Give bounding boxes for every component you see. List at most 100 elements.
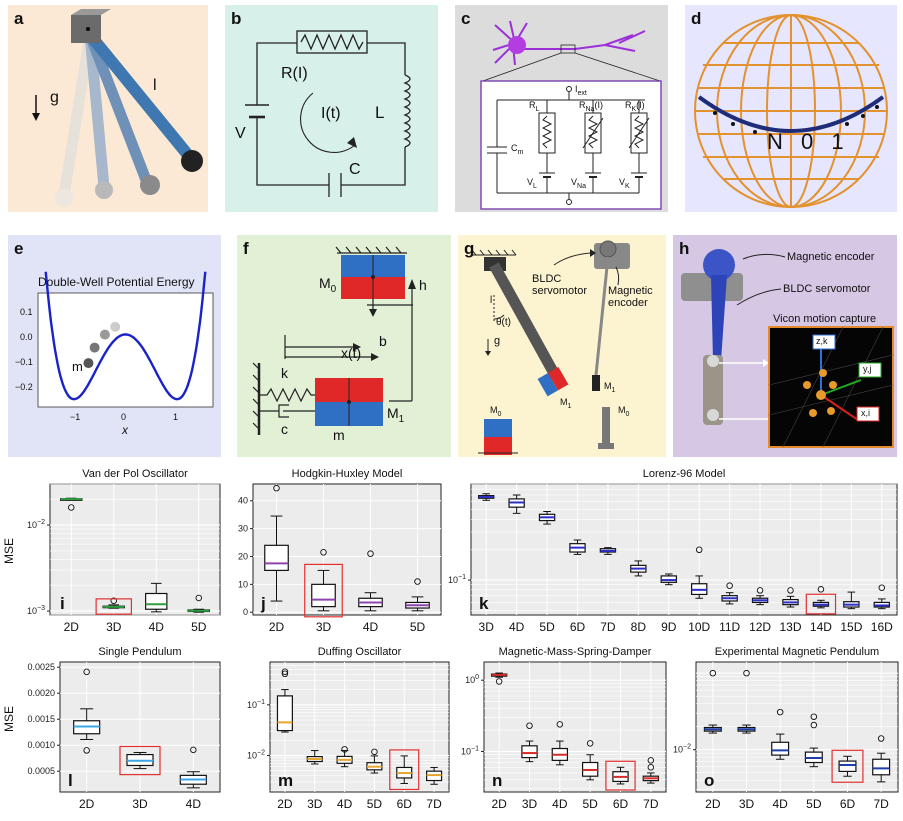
ytick-label-i-0: 10−2 <box>27 519 45 530</box>
xtick-label-m-4: 6D <box>397 797 413 811</box>
pendulum-illustration <box>32 9 203 207</box>
chart-title-k: Lorenz-96 Model <box>643 468 726 480</box>
vna-sub: Na <box>577 182 586 190</box>
h-xi-label: x,i <box>861 408 870 418</box>
g-m1b-label: M1 <box>604 381 615 394</box>
ytick-label-j-4: 40 <box>238 496 248 506</box>
g-m0b-sub: 0 <box>625 410 630 418</box>
outlier-o-1-0 <box>743 669 750 677</box>
panel-label-c: c <box>461 9 471 28</box>
panel-a-pendulum: a g l <box>8 5 208 212</box>
xtick-label-k-7: 10D <box>688 620 710 634</box>
rl-main: R <box>529 100 536 110</box>
xtick-label-j-1: 3D <box>316 620 332 634</box>
outlier-o-3-0 <box>810 713 818 720</box>
ytick-label-l-2: 0.0015 <box>27 714 55 724</box>
plot-area-m <box>269 661 450 793</box>
panel-label-f: f <box>243 239 249 258</box>
xtick-label-m-0: 2D <box>277 797 293 811</box>
chart-title-i: Van der Pol Oscillator <box>82 468 188 480</box>
panel-f-mass-spring: f M0 M1 h b x(t) k c m <box>237 235 451 457</box>
iext-sub: ext <box>577 89 587 97</box>
dw-plot-area <box>37 292 214 408</box>
outlier-k-8-0 <box>726 582 733 589</box>
xtick-label-k-10: 13D <box>779 620 801 634</box>
h-vicon-label: Vicon motion capture <box>773 313 877 325</box>
vl-main: V <box>527 177 534 187</box>
xtick-label-n-3: 5D <box>582 797 598 811</box>
panel-b-circuit: b R(I) V I(t) L C <box>225 5 438 212</box>
vl-label: VL <box>527 177 537 190</box>
outlier-i-1-0 <box>110 597 117 604</box>
dw-ball-3 <box>110 321 121 332</box>
rna-arg: (I) <box>594 100 603 110</box>
box-o-2 <box>771 741 790 756</box>
ytick-label-j-2: 20 <box>238 551 248 561</box>
iext-label: Iext <box>575 84 587 97</box>
xtick-label-k-4: 7D <box>600 620 616 634</box>
current-label: I(t) <box>321 105 341 122</box>
ytick-label-k-0: 10−1 <box>448 574 466 585</box>
highlight-box-i <box>95 598 132 615</box>
vk-label: VK <box>619 177 630 190</box>
sphere-diagram <box>694 14 888 208</box>
bldc-label: BLDC servomotor <box>532 273 588 297</box>
rl-label: RL <box>529 100 539 113</box>
xtick-label-j-3: 5D <box>410 620 426 634</box>
ytick-label-i-1: 10−3 <box>27 605 45 616</box>
dw-xtick-0: −1 <box>70 412 81 422</box>
ytick-label-n-1: 10−1 <box>461 745 479 756</box>
m1-sub: 1 <box>398 413 405 425</box>
xtick-label-m-5: 7D <box>426 797 442 811</box>
xtick-label-k-13: 16D <box>871 620 893 634</box>
xtick-label-k-9: 12D <box>749 620 771 634</box>
mass-label: m <box>72 359 83 374</box>
xtick-label-k-11: 14D <box>810 620 832 634</box>
c-label: c <box>281 421 288 437</box>
m0-label: M0 <box>319 275 336 295</box>
outlier-i-0-0 <box>67 504 75 511</box>
outlier-k-10-0 <box>787 587 794 594</box>
gravity-label: g <box>50 89 59 106</box>
g-m0a-label: M0 <box>490 405 501 418</box>
outlier-k-11-0 <box>817 586 825 593</box>
box-o-5 <box>872 758 891 776</box>
rl-sub: L <box>535 105 540 113</box>
outlier-m-3-0 <box>371 748 378 756</box>
rk-main: R <box>625 100 632 110</box>
outlier-n-2-0 <box>556 721 564 728</box>
xtick-label-n-0: 2D <box>491 797 507 811</box>
xtick-label-o-1: 3D <box>739 797 755 811</box>
magnetic-pendulum-diagram <box>471 240 630 455</box>
outlier-n-3-0 <box>586 740 594 747</box>
panel-label-o: o <box>704 771 714 790</box>
highlight-box-m <box>389 749 420 791</box>
ytick-exp-m-0: −1 <box>257 699 265 706</box>
m1-main: M <box>387 405 399 421</box>
panel-label-l: l <box>68 771 73 790</box>
xtick-label-j-2: 4D <box>363 620 379 634</box>
chart-title-l: Single Pendulum <box>98 646 181 658</box>
theta-label: θ(t) <box>496 317 511 328</box>
g-m0b-main: M <box>618 405 626 415</box>
plot-area-i <box>49 483 221 616</box>
panel-g-magnetic-pendulum: g BLDC servomotor Magnetic encoder l θ(t… <box>458 235 666 457</box>
rna-label: RNa(I) <box>579 100 603 113</box>
rlc-circuit-diagram <box>245 30 411 197</box>
xtick-label-o-0: 2D <box>705 797 721 811</box>
g-m1b-sub: 1 <box>611 386 616 394</box>
outlier-n-5-0 <box>647 757 655 764</box>
chart-title-o: Experimental Magnetic Pendulum <box>715 646 879 658</box>
panel-h-experiment: h Magnetic encoder BLDC servomotor Vicon… <box>673 235 897 457</box>
rna-main: R <box>579 100 586 110</box>
xtick-label-l-1: 3D <box>132 797 148 811</box>
ytick-label-l-3: 0.0020 <box>27 688 55 698</box>
panel-label-h: h <box>679 239 690 258</box>
experiment-photo-schematic <box>681 249 894 448</box>
panel-c-neuron: c Iext Cm RL RNa(I) RK(I) VL VNa VK <box>455 5 668 212</box>
inductor-label: L <box>375 103 385 122</box>
ytick-label-n-0: 100 <box>465 674 479 685</box>
highlight-box-k <box>805 593 837 615</box>
g-label: g <box>494 335 501 347</box>
